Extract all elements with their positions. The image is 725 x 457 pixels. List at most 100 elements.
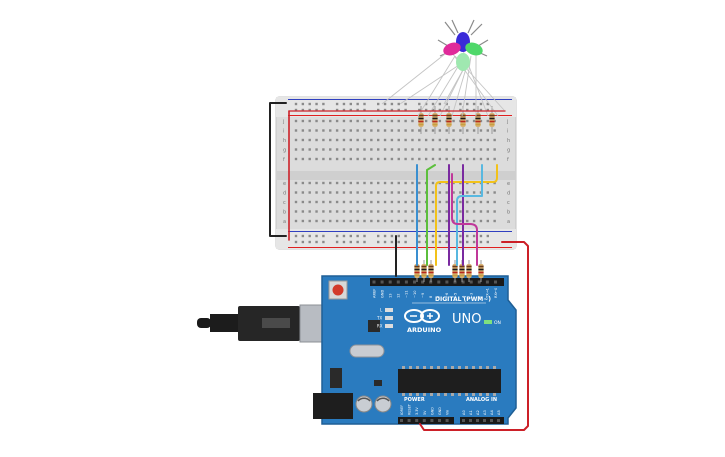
digital-pin-label: AREF xyxy=(372,289,376,298)
row-letter: h xyxy=(507,138,510,144)
digital-header xyxy=(370,278,504,286)
row-letter: g xyxy=(283,148,286,154)
analog-pin-label: A4 xyxy=(490,410,494,415)
power-pin-label: GND xyxy=(430,407,434,415)
row-letter: b xyxy=(283,210,286,216)
row-letter: e xyxy=(507,181,510,187)
row-letter: d xyxy=(283,191,286,197)
power-pin-label: 3.3V xyxy=(415,407,419,415)
digital-pin-label: GND xyxy=(380,290,384,298)
atmega-microcontroller xyxy=(398,369,501,393)
green-led[interactable] xyxy=(463,40,484,57)
digital-pin-label: ~5 xyxy=(453,293,457,298)
row-letter: h xyxy=(283,138,286,144)
analog-label: ANALOG IN xyxy=(466,397,497,403)
arduino-logo-icon xyxy=(404,309,440,323)
led-rx xyxy=(385,324,393,328)
wire-black-rail-bridge[interactable] xyxy=(269,102,287,237)
lightgreen-led[interactable] xyxy=(456,53,470,71)
row-letter: c xyxy=(507,200,510,206)
on-led xyxy=(484,320,492,324)
resistor[interactable] xyxy=(428,260,434,282)
row-letter: j xyxy=(282,119,284,125)
row-letter: i xyxy=(283,129,284,135)
usb-cable-end xyxy=(197,318,211,328)
resistor[interactable] xyxy=(466,260,472,282)
digital-pin-label: 7 xyxy=(437,296,441,298)
usb-chip xyxy=(368,320,380,332)
resistor[interactable] xyxy=(475,106,481,134)
arduino-logo-text: ARDUINO xyxy=(407,326,442,334)
row-letter: j xyxy=(506,119,508,125)
wire-green[interactable] xyxy=(426,164,436,266)
digital-pin-label: ~10 xyxy=(413,290,417,298)
row-letter: e xyxy=(283,181,286,187)
wire-pink[interactable] xyxy=(451,173,478,266)
reset-button[interactable] xyxy=(332,284,344,296)
resistor[interactable] xyxy=(421,260,427,282)
on-label: ON xyxy=(494,320,501,326)
led-tx xyxy=(385,316,393,320)
digital-pin-label: ~3 xyxy=(470,293,474,298)
smd-component xyxy=(374,380,382,386)
led-l-label: L xyxy=(380,308,383,313)
resistor[interactable] xyxy=(478,260,484,282)
rgb-led-cluster[interactable] xyxy=(381,19,505,117)
analog-header xyxy=(460,417,504,424)
bottom-pin-holes xyxy=(400,419,500,422)
center-channel xyxy=(276,171,516,180)
wire-red-5v[interactable] xyxy=(419,241,529,431)
digital-pin-label: 4 xyxy=(461,295,465,298)
power-pin-label: 5V xyxy=(423,410,427,415)
digital-pin-label: TX→1 xyxy=(486,288,490,299)
power-jack xyxy=(313,393,353,419)
power-label: POWER xyxy=(404,397,425,403)
row-letter: c xyxy=(283,200,286,206)
resistor[interactable] xyxy=(432,106,438,134)
row-letter: a xyxy=(507,219,510,225)
analog-pin-label: A1 xyxy=(469,410,473,415)
led-tx-label: TX xyxy=(376,316,382,321)
digital-pin-label: 12 xyxy=(397,293,401,298)
power-pin-label: IOREF xyxy=(400,405,404,415)
digital-label: DIGITAL (PWM~) xyxy=(435,296,491,303)
digital-pin-label: RX←0 xyxy=(494,287,498,298)
analog-pin-label: A5 xyxy=(497,410,501,415)
row-letter: i xyxy=(507,129,508,135)
pink-led[interactable] xyxy=(441,40,462,57)
analog-pin-label: A2 xyxy=(476,410,480,415)
analog-pin-label: A3 xyxy=(483,410,487,415)
digital-pin-label: 8 xyxy=(429,295,433,298)
jumper-wires xyxy=(269,102,529,431)
usb-cable-strain-relief xyxy=(210,314,240,332)
usb-plug-symbol xyxy=(262,318,290,328)
wire-lightblue[interactable] xyxy=(456,164,483,266)
power-pin-label: RESET xyxy=(408,403,412,415)
model-label: UNO xyxy=(452,312,481,327)
voltage-regulator xyxy=(330,368,342,388)
row-letter: g xyxy=(507,148,510,154)
digital-pin-label: 13 xyxy=(389,293,393,298)
power-pin-label: GND xyxy=(438,407,442,415)
row-letter: f xyxy=(283,157,285,163)
led-l xyxy=(385,308,393,312)
row-letter: f xyxy=(507,157,509,163)
digital-pin-label: 2 xyxy=(478,296,482,298)
power-pin-label: Vin xyxy=(446,410,450,415)
led-lead-wires xyxy=(381,47,505,117)
led-rx-label: RX xyxy=(377,324,383,329)
wire-yellow[interactable] xyxy=(435,164,498,266)
resistor[interactable] xyxy=(489,106,495,134)
digital-pin-label: ~6 xyxy=(445,292,449,298)
analog-pin-label: A0 xyxy=(462,410,466,415)
power-header xyxy=(398,417,454,424)
resistor[interactable] xyxy=(452,260,458,282)
row-letter: d xyxy=(507,191,510,197)
row-letter: a xyxy=(283,219,286,225)
resistor[interactable] xyxy=(414,260,420,282)
